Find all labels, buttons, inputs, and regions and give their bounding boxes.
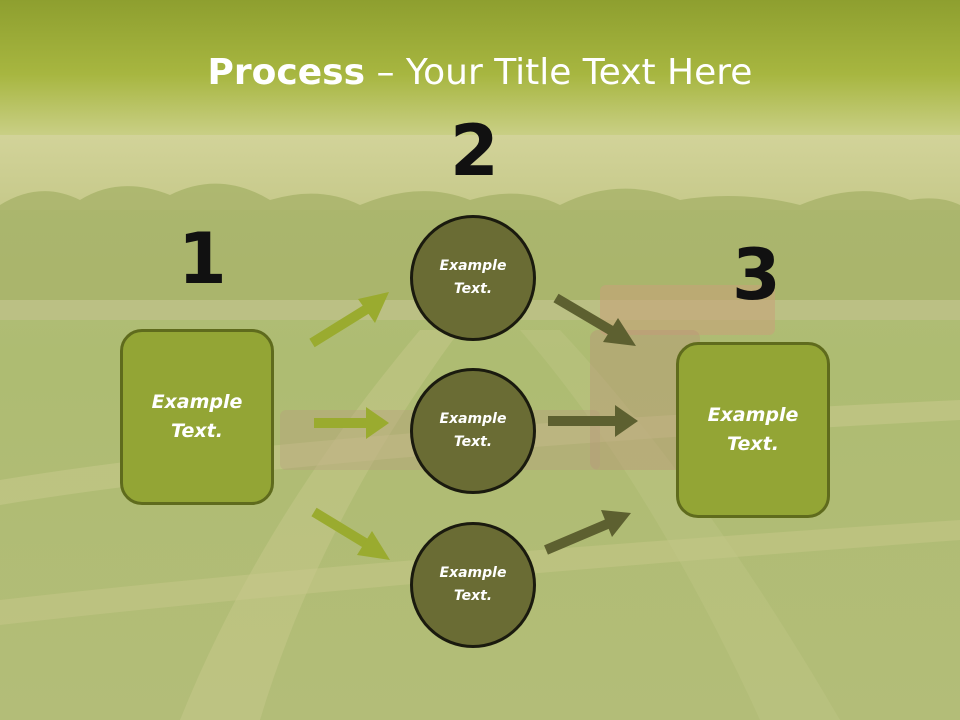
arrow-box1-to-circle-middle: [314, 407, 389, 439]
step-1-text: Example Text.: [151, 391, 243, 442]
title-rest: – Your Title Text Here: [365, 52, 753, 93]
arrow-circle-middle-to-box3: [548, 405, 638, 437]
arrow-box1-to-circle-top: [309, 292, 389, 348]
arrow-circle-bottom-to-box3: [544, 510, 631, 555]
step-1-box: Example Text.: [120, 329, 274, 505]
step-2-circle-top: Example Text.: [410, 215, 536, 341]
step-2-number: 2: [450, 110, 499, 192]
step-3-number: 3: [732, 234, 781, 316]
step-2-circle-middle: Example Text.: [410, 368, 536, 494]
step-2-circle-bottom: Example Text.: [410, 522, 536, 648]
slide-title: Process – Your Title Text Here: [0, 52, 960, 93]
circle-bottom-text: Example Text.: [439, 565, 507, 604]
circle-top-text: Example Text.: [439, 258, 507, 297]
step-1-number: 1: [178, 218, 227, 300]
title-bold: Process: [207, 52, 366, 93]
arrow-circle-top-to-box3: [553, 293, 636, 346]
step-3-box: Example Text.: [676, 342, 830, 518]
arrow-box1-to-circle-bottom: [311, 507, 390, 560]
circle-middle-text: Example Text.: [439, 411, 507, 450]
step-3-text: Example Text.: [707, 404, 799, 455]
